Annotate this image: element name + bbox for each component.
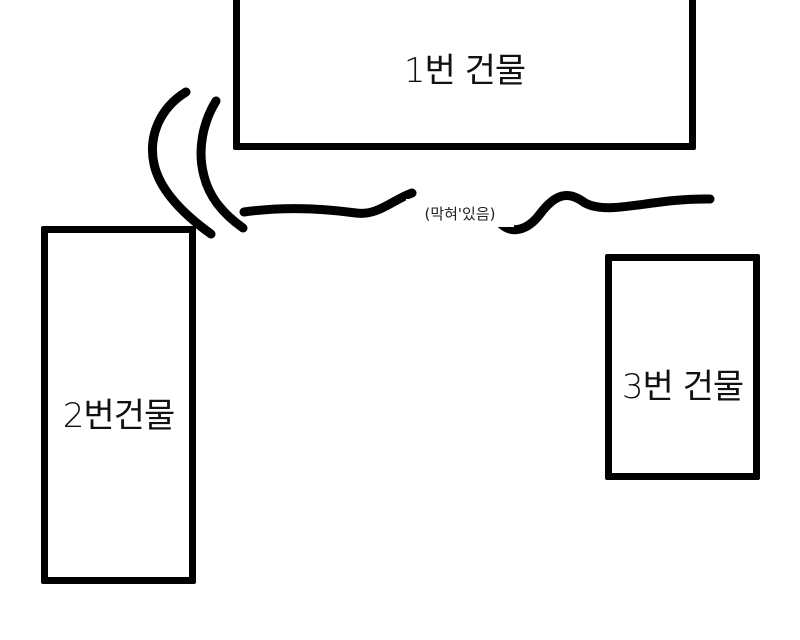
inner-curved-stroke — [196, 96, 248, 233]
blocked-note: (막혀'있음) — [406, 199, 514, 227]
building-2-label: 2번건물 — [62, 395, 175, 436]
building-3-label: 3번 건물 — [621, 366, 744, 407]
building-1-box: 1번 건물 — [233, 0, 696, 150]
building-3-box: 3번 건물 — [605, 254, 760, 480]
blocked-wavy-line — [239, 188, 715, 235]
building-1-label: 1번 건물 — [403, 50, 526, 91]
building-2-box: 2번건물 — [41, 226, 196, 584]
outer-curved-stroke — [148, 87, 216, 239]
